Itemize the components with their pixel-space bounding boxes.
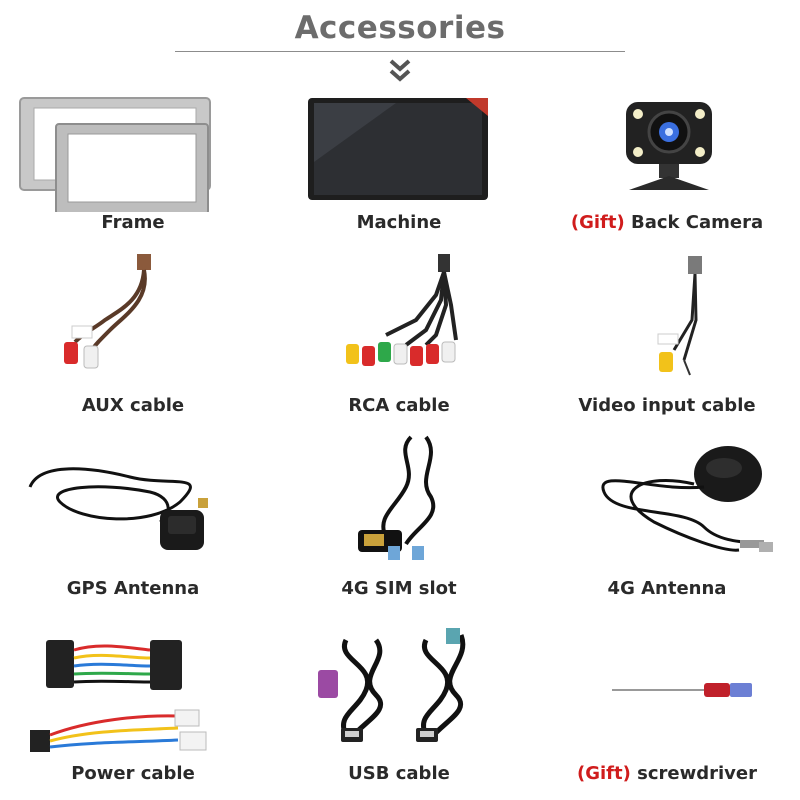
item-rca-cable: RCA cable	[266, 250, 532, 420]
usb-cable-icon	[318, 628, 466, 742]
item-label: AUX cable	[81, 395, 185, 416]
header: Accessories	[0, 0, 800, 90]
item-4g-antenna: 4G Antenna	[534, 432, 800, 602]
item-label: 4G SIM slot	[341, 578, 457, 599]
item-video-input-cable: Video input cable	[534, 250, 800, 420]
item-aux-cable: AUX cable	[0, 250, 266, 420]
item-label: Machine	[356, 212, 442, 233]
gps-antenna-icon	[28, 467, 208, 550]
gift-tag: (Gift)	[570, 212, 625, 233]
item-label: Power cable	[71, 763, 195, 784]
item-label-text: Back Camera	[631, 212, 764, 233]
aux-cable-icon	[64, 254, 151, 369]
item-label: RCA cable	[348, 395, 450, 416]
frame-icon	[19, 97, 211, 212]
title-divider	[175, 51, 625, 52]
page-title: Accessories	[294, 10, 506, 46]
item-label: (Gift) screwdriver	[534, 763, 800, 784]
video-input-cable-icon	[657, 256, 702, 376]
item-4g-sim-slot: 4G SIM slot	[266, 432, 532, 602]
item-power-cable: Power cable	[0, 620, 266, 795]
item-back-camera: (Gift) Back Camera	[534, 92, 800, 242]
double-chevron-down-icon	[389, 59, 411, 82]
power-cable-icon	[30, 640, 207, 752]
item-machine: Machine	[266, 92, 532, 242]
item-label: 4G Antenna	[607, 578, 727, 599]
head-unit-icon	[308, 98, 488, 200]
4g-antenna-icon	[601, 446, 773, 552]
gift-tag: (Gift)	[577, 763, 631, 784]
item-label: (Gift) Back Camera	[534, 212, 800, 233]
rca-cable-icon	[346, 254, 458, 366]
item-frame: Frame	[0, 92, 266, 242]
item-label-text: screwdriver	[637, 763, 757, 784]
item-label: Frame	[101, 212, 165, 233]
screwdriver-icon	[612, 683, 752, 697]
item-label: GPS Antenna	[66, 578, 200, 599]
item-label: Video input cable	[578, 395, 756, 416]
back-camera-icon	[626, 102, 712, 190]
item-usb-cable: USB cable	[266, 620, 532, 795]
item-screwdriver: (Gift) screwdriver	[534, 620, 800, 795]
item-gps-antenna: GPS Antenna	[0, 432, 266, 602]
item-label: USB cable	[348, 763, 450, 784]
sim-slot-icon	[358, 435, 436, 560]
